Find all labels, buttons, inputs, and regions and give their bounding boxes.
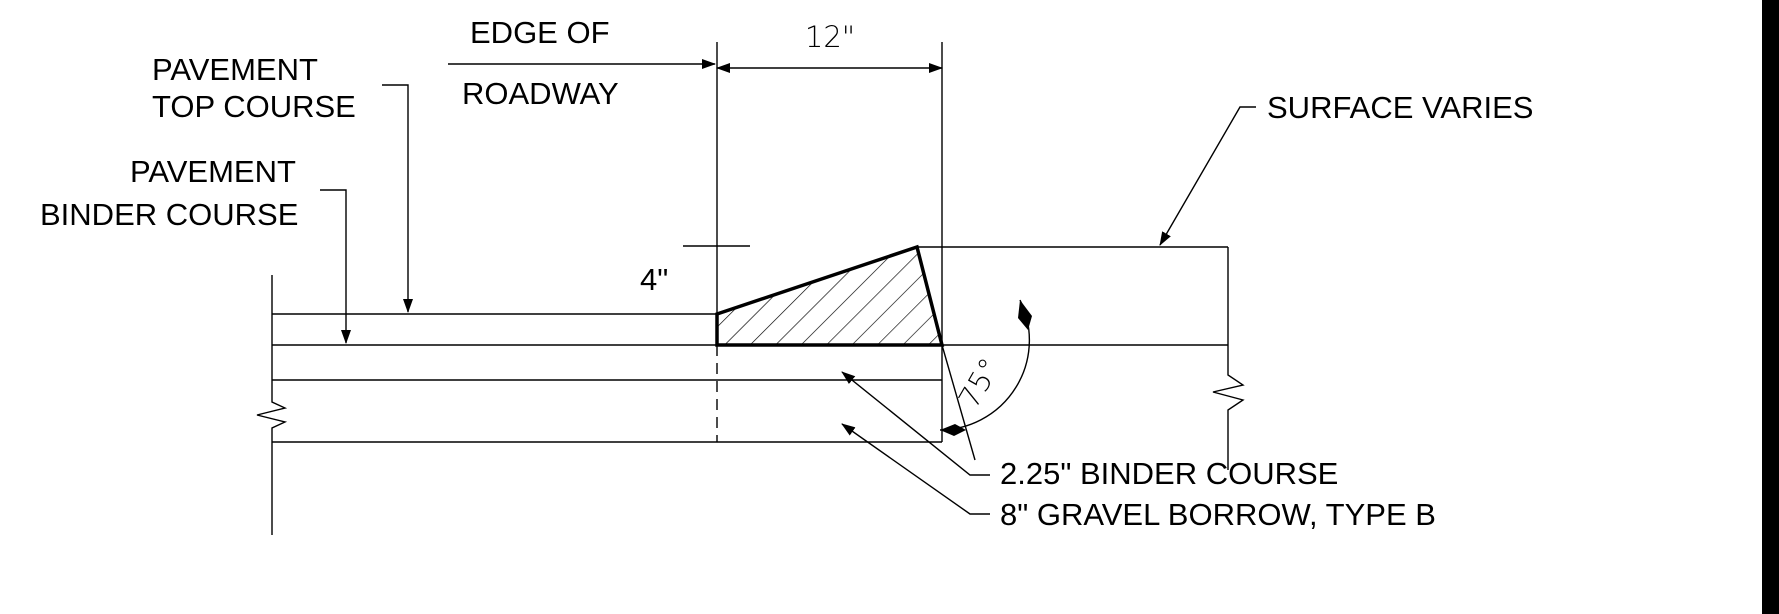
angle-arrow-top	[1018, 300, 1032, 330]
wedge-hatch	[717, 247, 942, 345]
width-dimension-text: 12"	[805, 20, 855, 54]
left-break-line	[256, 275, 288, 535]
gravel-borrow-callout: 8" GRAVEL BORROW, TYPE B	[1000, 497, 1436, 532]
height-dimension-text: 4"	[640, 262, 668, 297]
edge-of-label: EDGE OF	[470, 15, 610, 50]
top-course-leader	[382, 84, 413, 313]
right-edge-bar	[1762, 0, 1779, 614]
binder-course-leader	[320, 189, 351, 344]
binder-course-callout: 2.25" BINDER COURSE	[1000, 456, 1338, 491]
pavement-binder-label-2: BINDER COURSE	[40, 197, 298, 232]
pavement-binder-label-1: PAVEMENT	[130, 154, 296, 189]
pavement-top-label-2: TOP COURSE	[152, 89, 356, 124]
angle-text: 75°	[952, 352, 1007, 414]
gravel-borrow-callout-leader	[841, 423, 990, 515]
roadway-label: ROADWAY	[462, 76, 619, 111]
angle-arrow-bottom	[940, 424, 966, 436]
right-break-line	[1212, 247, 1245, 470]
surface-varies-label: SURFACE VARIES	[1267, 90, 1533, 125]
surface-varies-leader	[1159, 106, 1256, 246]
pavement-top-label-1: PAVEMENT	[152, 52, 318, 87]
angle-extension-line	[941, 344, 976, 461]
binder-course-callout-leader	[841, 371, 990, 476]
